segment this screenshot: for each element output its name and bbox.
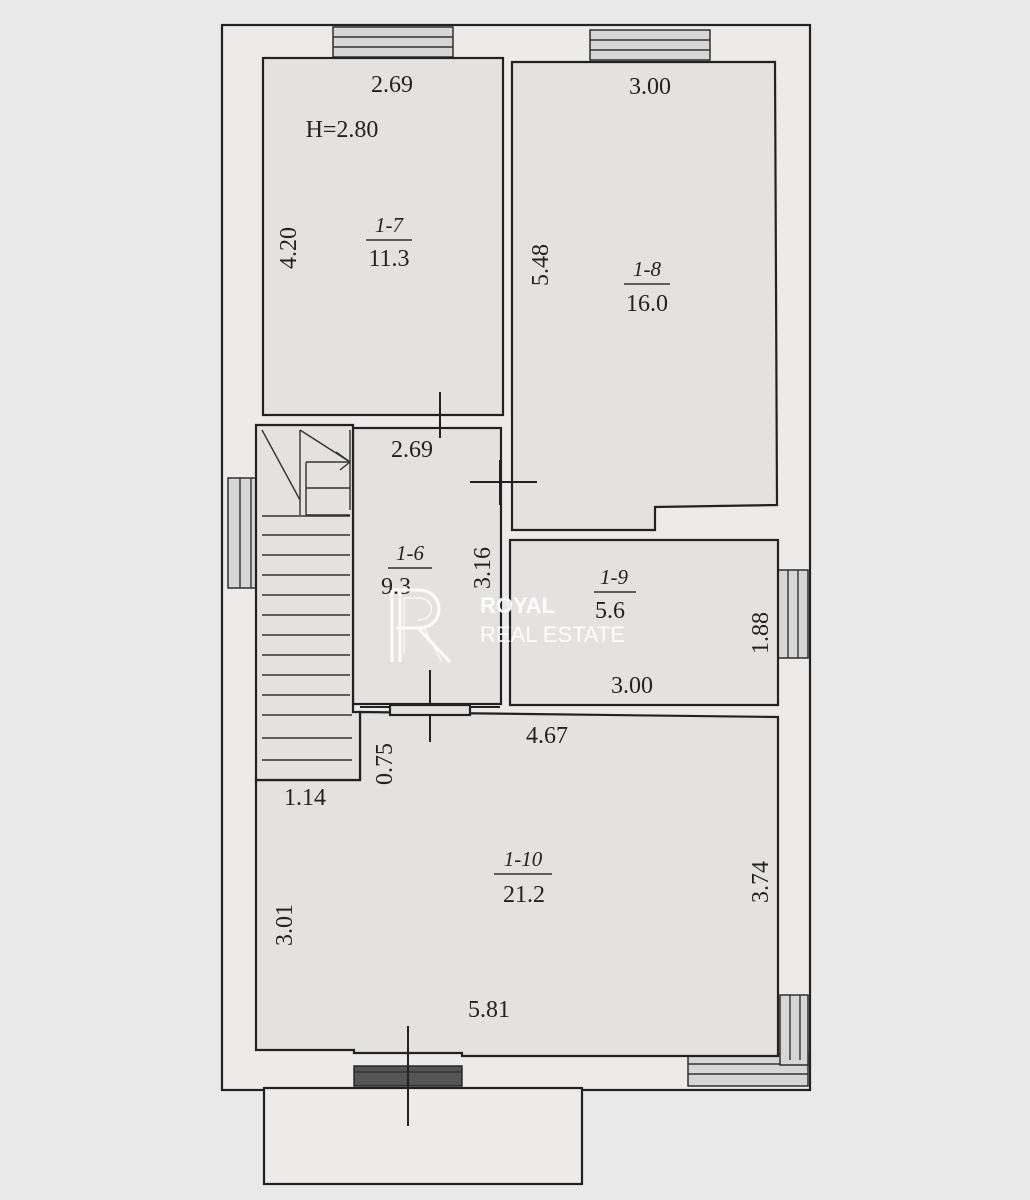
- window-right: [777, 569, 809, 659]
- porch: [262, 1086, 584, 1186]
- r8-height-label: 5.48: [528, 244, 554, 286]
- r7-height-label: 4.20: [276, 227, 302, 269]
- r10-right-label: 3.74: [748, 861, 774, 903]
- r7-width-label: 2.69: [371, 72, 413, 98]
- r9-width-label: 3.00: [611, 673, 653, 699]
- r10-left-label: 3.01: [272, 904, 298, 946]
- r6-height-label: 3.16: [470, 547, 496, 589]
- room-area: 9.3: [381, 574, 411, 600]
- height-label: H=2.80: [306, 117, 379, 143]
- room-label-1-8: 1-8 16.0: [624, 257, 670, 317]
- room-area: 16.0: [626, 291, 668, 317]
- room-label-1-6: 1-6 9.3: [381, 541, 432, 600]
- room-id: 1-10: [504, 847, 543, 871]
- watermark-line2: REAL ESTATE: [480, 622, 625, 647]
- room-label-1-7: 1-7 11.3: [366, 213, 412, 272]
- room-area: 11.3: [368, 246, 409, 272]
- window-top-right: [589, 29, 711, 61]
- stair-offset-label: 0.75: [372, 743, 398, 785]
- r6-width-label: 2.69: [391, 437, 433, 463]
- room-id: 1-6: [396, 541, 424, 565]
- room-1-9: [508, 538, 780, 707]
- room-label-1-9: 1-9 5.6: [594, 565, 636, 624]
- room-area: 21.2: [503, 882, 545, 908]
- r9-height-label: 1.88: [748, 612, 774, 654]
- r10-top-label: 4.67: [526, 723, 568, 749]
- room-1-6: [351, 426, 503, 706]
- window-top-left: [332, 26, 454, 58]
- room-label-1-10: 1-10 21.2: [494, 847, 552, 908]
- watermark-line1: ROYAL: [480, 593, 555, 618]
- room-id: 1-8: [633, 257, 661, 281]
- room-id: 1-7: [375, 213, 404, 237]
- staircase: [254, 423, 362, 782]
- watermark-logo: ROYAL REAL ESTATE: [390, 588, 625, 664]
- logo-mark: [390, 588, 452, 664]
- door-markers: [360, 392, 537, 1126]
- window-bottom-right: [687, 994, 809, 1087]
- r8-width-label: 3.00: [629, 74, 671, 100]
- room-1-8: [510, 60, 779, 532]
- stair-width-label: 1.14: [284, 785, 326, 811]
- room-1-7: [261, 56, 505, 417]
- r10-bottom-label: 5.81: [468, 997, 510, 1023]
- room-id: 1-9: [600, 565, 628, 589]
- room-area: 5.6: [595, 598, 625, 624]
